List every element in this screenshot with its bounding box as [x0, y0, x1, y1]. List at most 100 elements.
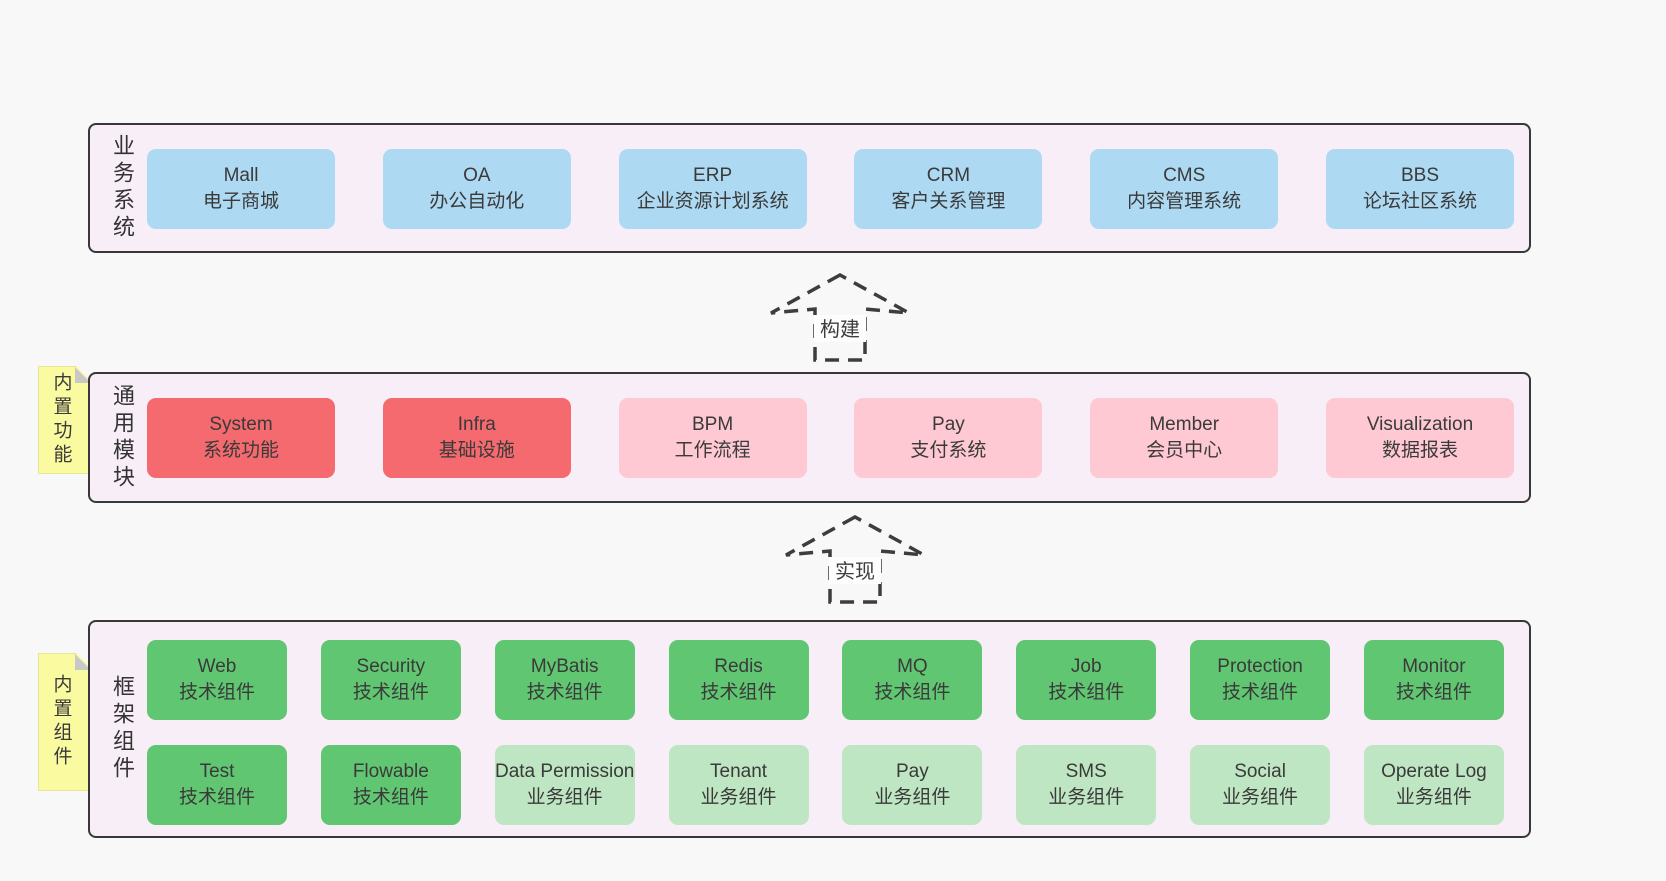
implement-arrow: 实现 [785, 515, 925, 604]
module-box-oa: OA 办公自动化 [382, 149, 571, 229]
module-name: Mall [223, 165, 259, 186]
module-box-mall: Mall 电子商城 [147, 149, 335, 229]
build-arrow: 构建 [770, 273, 910, 362]
module-desc: 电子商城 [202, 191, 279, 212]
module-box-visualization: Visualization 数据报表 [1325, 398, 1514, 478]
module-box-protection: Protection 技术组件 [1190, 640, 1331, 720]
section-label-common-modules: 通用模块 [110, 383, 135, 492]
module-box-data-permission: Data Permission 业务组件 [494, 745, 635, 825]
arrow-label-backdrop [829, 557, 881, 584]
module-name: Web [197, 656, 237, 677]
sticky-note-built-in-components: 内置组件 [38, 653, 92, 791]
module-desc: 数据报表 [1381, 440, 1458, 461]
module-name: Protection [1217, 656, 1303, 677]
module-desc: 客户关系管理 [891, 191, 1006, 212]
module-desc: 工作流程 [674, 440, 751, 461]
module-desc: 技术组件 [1395, 682, 1472, 703]
module-desc: 支付系统 [910, 440, 987, 461]
module-box-sms: SMS 业务组件 [1016, 745, 1157, 825]
module-box-cms: CMS 内容管理系统 [1090, 149, 1279, 229]
module-box-monitor: Monitor 技术组件 [1363, 640, 1504, 720]
module-name: Job [1070, 656, 1102, 677]
module-desc: 业务组件 [874, 787, 951, 808]
module-name: OA [463, 165, 491, 186]
module-desc: 技术组件 [178, 787, 255, 808]
module-name: System [209, 414, 273, 435]
module-name: MyBatis [530, 656, 599, 677]
module-name: Social [1234, 761, 1286, 782]
module-box-social: Social 业务组件 [1190, 745, 1331, 825]
module-box-member: Member 会员中心 [1090, 398, 1279, 478]
module-desc: 业务组件 [1395, 787, 1472, 808]
module-name: BPM [692, 414, 734, 435]
module-name: Flowable [352, 761, 429, 782]
module-box-web: Web 技术组件 [147, 640, 287, 720]
module-box-mybatis: MyBatis 技术组件 [494, 640, 635, 720]
module-desc: 技术组件 [874, 682, 951, 703]
module-name: Infra [457, 414, 496, 435]
module-desc: 业务组件 [1048, 787, 1125, 808]
module-name: Test [199, 761, 235, 782]
module-desc: 技术组件 [1048, 682, 1125, 703]
module-box-operate-log: Operate Log 业务组件 [1363, 745, 1504, 825]
module-box-mq: MQ 技术组件 [842, 640, 983, 720]
module-box-erp: ERP 企业资源计划系统 [618, 149, 807, 229]
module-name: Operate Log [1381, 761, 1487, 782]
module-name: ERP [693, 165, 733, 186]
module-desc: 企业资源计划系统 [636, 191, 789, 212]
module-name: CMS [1163, 165, 1206, 186]
module-box-bpm: BPM 工作流程 [618, 398, 807, 478]
module-desc: 技术组件 [352, 787, 429, 808]
module-desc: 技术组件 [178, 682, 255, 703]
implement-arrow-label: 实现 [835, 560, 875, 583]
module-name: Data Permission [494, 761, 635, 782]
section-label-business-systems: 业务系统 [110, 134, 135, 242]
module-box-system: System 系统功能 [147, 398, 335, 478]
module-box-job: Job 技术组件 [1016, 640, 1157, 720]
arrow-label-backdrop [814, 315, 866, 342]
module-name: MQ [897, 656, 928, 677]
module-box-test: Test 技术组件 [147, 745, 287, 825]
module-desc: 会员中心 [1146, 440, 1223, 461]
module-name: SMS [1065, 761, 1107, 782]
module-desc: 基础设施 [438, 440, 515, 461]
module-desc: 办公自动化 [429, 191, 525, 212]
build-arrow-label: 构建 [820, 318, 860, 341]
module-desc: 系统功能 [202, 440, 279, 461]
module-name: Redis [714, 656, 763, 677]
module-box-flowable: Flowable 技术组件 [320, 745, 461, 825]
dashed-up-arrow-shape [785, 515, 925, 604]
dashed-up-arrow-shape [770, 273, 910, 362]
module-name: Security [356, 656, 426, 677]
module-desc: 业务组件 [526, 787, 603, 808]
module-name: Monitor [1402, 656, 1466, 677]
module-desc: 技术组件 [1222, 682, 1299, 703]
module-desc: 技术组件 [526, 682, 603, 703]
module-box-infra: Infra 基础设施 [382, 398, 571, 478]
module-desc: 内容管理系统 [1127, 191, 1242, 212]
module-box-pay: Pay 业务组件 [842, 745, 983, 825]
module-name: Pay [896, 761, 929, 782]
sticky-note-text: 内置组件 [50, 674, 72, 770]
module-name: Tenant [710, 761, 768, 782]
module-name: Visualization [1366, 414, 1474, 435]
module-name: Member [1149, 414, 1220, 435]
sticky-note-built-in-features: 内置功能 [38, 366, 92, 474]
section-label-framework-components: 框架组件 [110, 675, 135, 783]
module-desc: 业务组件 [1222, 787, 1299, 808]
module-name: BBS [1400, 165, 1439, 186]
